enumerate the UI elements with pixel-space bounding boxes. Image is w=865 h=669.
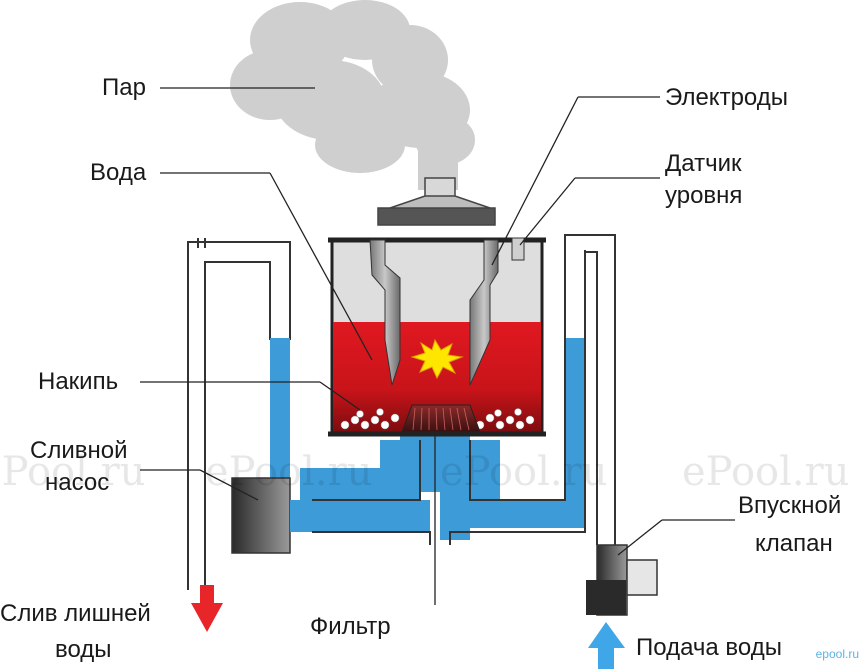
bottom-pipe-outline xyxy=(312,234,616,545)
watermark: ePool.ru xyxy=(682,449,850,495)
watermark: ePool.ru xyxy=(0,449,146,495)
label-steam: Пар xyxy=(102,74,146,101)
label-water: Вода xyxy=(90,159,147,186)
label-level-sensor-line1: Датчик xyxy=(665,150,742,177)
label-inlet-valve-line1: Впускной xyxy=(738,492,842,519)
steam-cloud xyxy=(230,0,475,190)
label-filter: Фильтр xyxy=(310,613,391,640)
corner-watermark: epool.ru xyxy=(815,647,859,661)
leader-lines xyxy=(140,87,735,605)
label-drain-pump-line1: Сливной xyxy=(30,437,128,464)
scale-deposits xyxy=(340,408,535,430)
drain-arrow-icon xyxy=(191,585,223,632)
label-scale: Накипь xyxy=(38,368,119,395)
label-inlet-valve-line2: клапан xyxy=(755,530,833,557)
watermark: ePool.ru xyxy=(440,449,608,495)
left-water-column xyxy=(270,338,290,498)
inlet-valve xyxy=(586,544,658,616)
bottom-water-pipes xyxy=(290,338,585,540)
steam-outlet xyxy=(377,177,496,226)
label-drain-pump-line2: насос xyxy=(45,469,110,496)
label-overflow-line1: Слив лишней xyxy=(0,600,151,627)
electrodes xyxy=(369,239,499,386)
label-level-sensor-line2: уровня xyxy=(665,182,743,209)
filter xyxy=(401,404,481,433)
overflow-pipe xyxy=(187,238,291,590)
watermark: ePool.ru xyxy=(205,449,373,495)
label-electrodes: Электроды xyxy=(665,84,788,111)
arc-spark-icon xyxy=(410,338,464,380)
label-overflow-line2: воды xyxy=(55,636,112,663)
supply-arrow-icon xyxy=(588,622,625,669)
label-water-supply: Подача воды xyxy=(636,634,782,661)
